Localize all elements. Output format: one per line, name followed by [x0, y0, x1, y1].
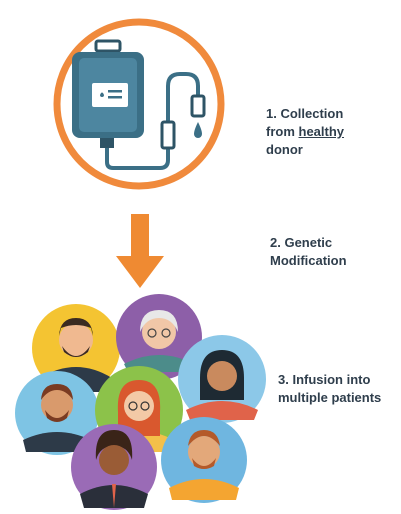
patient-avatar-icon	[116, 294, 202, 380]
patient-avatar-icon	[178, 335, 266, 423]
step-3-line1: 3. Infusion into	[278, 372, 371, 387]
down-arrow-icon	[116, 214, 164, 288]
patient-avatar-icon	[15, 371, 99, 455]
step-1-underlined-word: healthy	[298, 124, 345, 139]
patient-avatar-icon	[71, 424, 157, 510]
step-1-line3: donor	[266, 142, 303, 157]
step-3-label: 3. Infusion into multiple patients	[278, 371, 381, 407]
step-1-label: 1. Collection from healthy donor	[266, 105, 344, 159]
step-3-line2: multiple patients	[278, 390, 382, 405]
step-2-label: 2. Genetic Modification	[270, 234, 347, 270]
step-2-line1: 2. Genetic	[270, 235, 333, 250]
step-1-line2: from healthy	[266, 123, 344, 141]
patient-avatar-icon	[161, 417, 247, 503]
step-2-line2: Modification	[270, 253, 347, 268]
patients-cluster	[15, 294, 266, 510]
iv-bag-icon	[72, 39, 206, 170]
step-1-line1: 1. Collection	[266, 106, 344, 121]
step-1-line2-prefix: from	[266, 124, 299, 139]
